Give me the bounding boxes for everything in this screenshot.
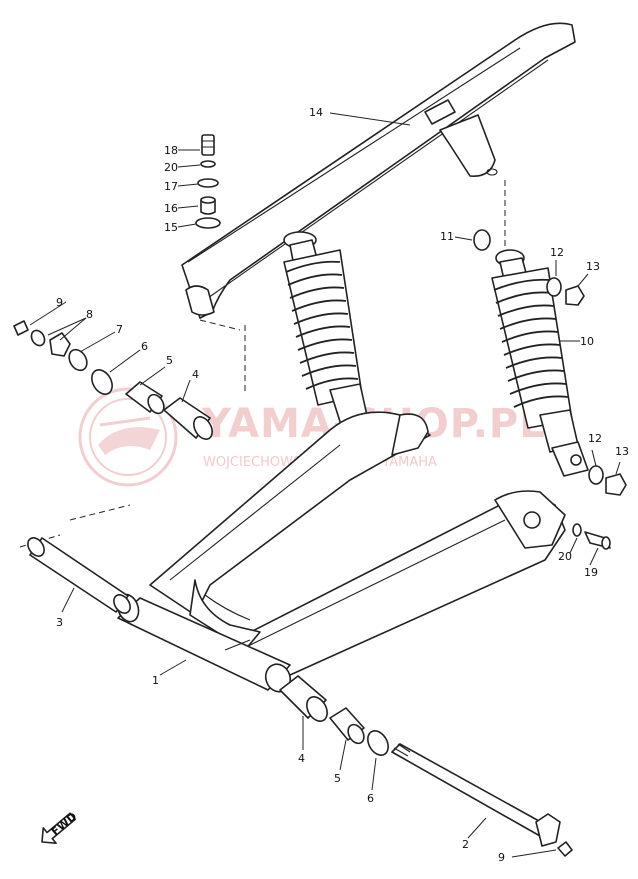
callout-20-lower: 20 xyxy=(558,550,572,563)
callout-2: 2 xyxy=(462,838,469,851)
part-13-nut-upper xyxy=(565,285,585,306)
left-pivot-hardware xyxy=(13,320,213,440)
fwd-arrow: FWD xyxy=(41,810,79,845)
callout-12-upper: 12 xyxy=(550,246,564,259)
part-3-tube xyxy=(27,537,131,614)
callout-4-lower: 4 xyxy=(298,752,305,765)
part-9-bolt-right xyxy=(557,841,573,857)
callout-4-upper: 4 xyxy=(192,368,199,381)
part-7-washer xyxy=(68,348,88,372)
callout-3: 3 xyxy=(56,616,63,629)
callout-18: 18 xyxy=(164,144,178,157)
part-16-collar xyxy=(200,199,216,215)
fwd-label: FWD xyxy=(49,810,79,838)
part-2-pivot-shaft xyxy=(391,743,561,847)
callout-7: 7 xyxy=(116,323,123,336)
callout-13-upper: 13 xyxy=(586,260,600,273)
callout-5-upper: 5 xyxy=(166,354,173,367)
part-12-washer-upper xyxy=(546,277,562,297)
part-6-washer-left xyxy=(91,369,113,395)
callout-9-upper: 9 xyxy=(56,296,63,309)
right-shock-spring xyxy=(493,278,569,408)
watermark-logo xyxy=(78,387,178,487)
callout-17: 17 xyxy=(164,180,178,193)
callout-6-lower: 6 xyxy=(367,792,374,805)
shock-hardware xyxy=(473,229,627,496)
callout-13-lower: 13 xyxy=(615,445,629,458)
callouts: 1 2 3 4 4 5 5 6 6 7 8 9 9 10 11 12 12 13… xyxy=(56,106,629,864)
right-shock-absorber xyxy=(491,249,589,477)
part-6-washer-right xyxy=(367,730,389,756)
part-17-washer xyxy=(197,178,219,188)
callout-9-lower: 9 xyxy=(498,851,505,864)
leader-lines xyxy=(29,112,621,858)
part-8-nut xyxy=(49,332,71,357)
part-11-washer xyxy=(473,229,491,251)
callout-10: 10 xyxy=(580,335,594,348)
chain-case xyxy=(181,22,576,319)
callout-8: 8 xyxy=(86,308,93,321)
callout-12-lower: 12 xyxy=(588,432,602,445)
part-20-washer-lower xyxy=(572,523,582,537)
callout-14: 14 xyxy=(309,106,323,119)
callout-16: 16 xyxy=(164,202,178,215)
callout-19: 19 xyxy=(584,566,598,579)
mount-hardware-stack xyxy=(195,134,221,229)
part-13-nut-lower xyxy=(605,473,627,496)
part-12-washer-lower xyxy=(588,465,604,485)
callout-20-upper: 20 xyxy=(164,161,178,174)
part-20-washer-top xyxy=(200,160,216,168)
part-9-bolt-head-left xyxy=(13,320,29,336)
callout-6-upper: 6 xyxy=(141,340,148,353)
callout-15: 15 xyxy=(164,221,178,234)
part-8-washer xyxy=(30,329,46,347)
part-18-bolt xyxy=(201,134,215,156)
callout-1: 1 xyxy=(152,674,159,687)
left-shock-spring xyxy=(285,260,359,390)
callout-5-lower: 5 xyxy=(334,772,341,785)
right-pivot-hardware xyxy=(279,675,573,857)
rear-arm xyxy=(116,411,566,693)
callout-11: 11 xyxy=(440,230,454,243)
shock-lower-bolt xyxy=(572,523,611,550)
part-15-washer xyxy=(195,217,221,229)
